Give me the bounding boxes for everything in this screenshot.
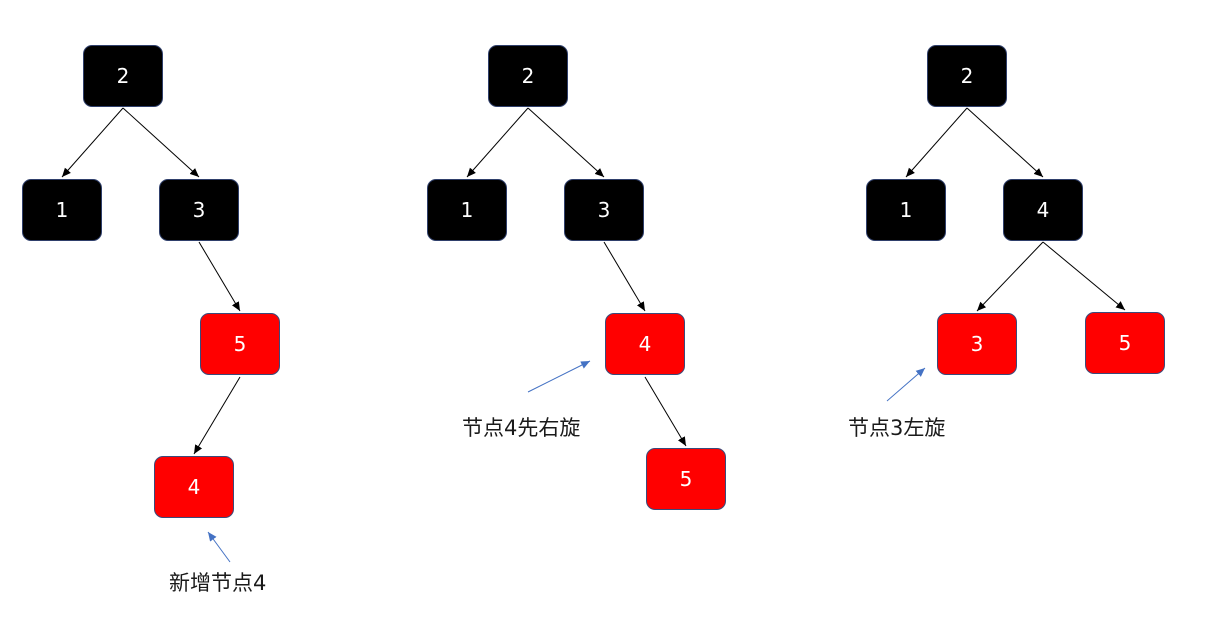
d3-node-3: 3 bbox=[937, 313, 1017, 375]
d2-node-3: 3 bbox=[564, 179, 644, 241]
edge-d1-2-1 bbox=[61, 107, 124, 178]
edge-d1-3-5 bbox=[198, 241, 241, 312]
d2-node-4: 4 bbox=[605, 313, 685, 375]
d2-node-1: 1 bbox=[427, 179, 507, 241]
d1-node-5: 5 bbox=[200, 313, 280, 375]
edge-d1-5-4 bbox=[193, 376, 241, 455]
d3-node-1: 1 bbox=[866, 179, 946, 241]
annotation-arrow-d1 bbox=[207, 531, 231, 563]
edge-d2-3-4 bbox=[603, 241, 646, 312]
d1-node-4: 4 bbox=[154, 456, 234, 518]
d1-node-1: 1 bbox=[22, 179, 102, 241]
d3-annotation-label: 节点3左旋 bbox=[848, 416, 946, 440]
edge-d3-4-3 bbox=[976, 241, 1044, 312]
d1-node-3: 3 bbox=[159, 179, 239, 241]
edge-d3-2-4 bbox=[966, 107, 1044, 178]
edge-d2-2-3 bbox=[527, 107, 605, 178]
d1-node-2: 2 bbox=[83, 45, 163, 107]
edge-d2-4-5 bbox=[644, 376, 687, 447]
d2-node-2: 2 bbox=[488, 45, 568, 107]
d3-node-2: 2 bbox=[927, 45, 1007, 107]
edge-d3-4-5 bbox=[1042, 241, 1126, 311]
edge-d2-2-1 bbox=[466, 107, 529, 178]
d3-node-4: 4 bbox=[1003, 179, 1083, 241]
d1-annotation-label: 新增节点4 bbox=[169, 571, 267, 595]
annotation-arrow-d3 bbox=[886, 367, 926, 402]
d2-node-5: 5 bbox=[646, 448, 726, 510]
annotation-arrow-d2 bbox=[527, 360, 591, 393]
edge-d3-2-1 bbox=[905, 107, 968, 178]
edge-d1-2-3 bbox=[122, 107, 200, 178]
d3-node-5: 5 bbox=[1085, 312, 1165, 374]
d2-annotation-label: 节点4先右旋 bbox=[462, 416, 581, 440]
